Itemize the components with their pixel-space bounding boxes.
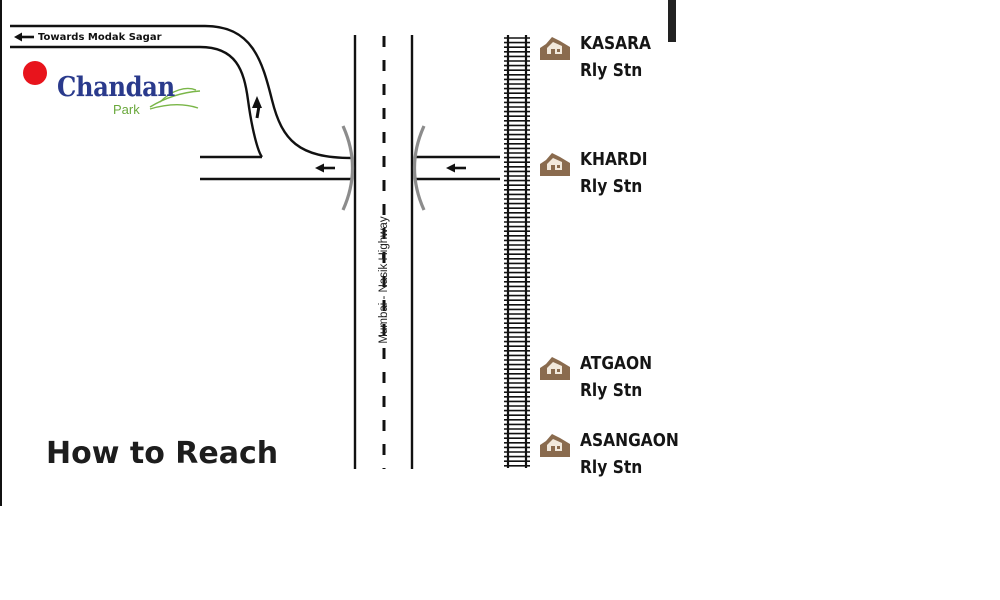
top-edge-tab — [668, 0, 676, 42]
arrow-icon — [252, 96, 262, 119]
highway-label-text: Mumbai - Nasik Highway — [378, 216, 390, 344]
link-road-outer-edge — [10, 24, 353, 160]
station-name: KHARDI — [580, 149, 648, 170]
station-access-road — [416, 155, 500, 181]
station-khardi: KHARDI Rly Stn — [538, 146, 658, 200]
station-suffix: Rly Stn — [580, 60, 643, 81]
brand-name: Chandan — [57, 72, 175, 103]
arrow-icon — [14, 32, 34, 42]
brand-leaf-icon — [149, 87, 201, 110]
station-name: ATGAON — [580, 353, 653, 374]
railway-station-icon — [538, 148, 572, 178]
railway-station-icon — [538, 429, 572, 459]
towards-modak-sagar-label: Towards Modak Sagar — [38, 32, 162, 43]
link-road-inner-edge — [10, 45, 264, 158]
location-marker-icon — [23, 61, 47, 85]
station-name: KASARA — [580, 33, 652, 54]
station-suffix: Rly Stn — [580, 457, 643, 478]
junction-bridge — [341, 125, 426, 211]
station-suffix: Rly Stn — [580, 176, 643, 197]
railway-station-icon — [538, 352, 572, 382]
station-label: KASARA Rly Stn — [580, 30, 651, 84]
railway-station-icon — [538, 32, 572, 62]
station-label: ASANGAON Rly Stn — [580, 427, 679, 481]
highway — [353, 35, 414, 469]
station-label: KHARDI Rly Stn — [580, 146, 647, 200]
brand-logo: Chandan Park — [57, 72, 188, 117]
link-road — [10, 24, 353, 181]
station-kasara: KASARA Rly Stn — [538, 30, 663, 84]
station-name: ASANGAON — [580, 430, 679, 451]
page-title: How to Reach — [46, 436, 279, 471]
station-atgaon: ATGAON Rly Stn — [538, 350, 664, 404]
station-label: ATGAON Rly Stn — [580, 350, 652, 404]
railway-track — [504, 35, 530, 468]
brand-subtitle: Park — [113, 102, 140, 117]
arrow-icon — [446, 163, 466, 173]
station-suffix: Rly Stn — [580, 380, 643, 401]
left-border — [0, 0, 2, 506]
arrow-icon — [315, 163, 335, 173]
station-asangaon: ASANGAON Rly Stn — [538, 427, 695, 481]
